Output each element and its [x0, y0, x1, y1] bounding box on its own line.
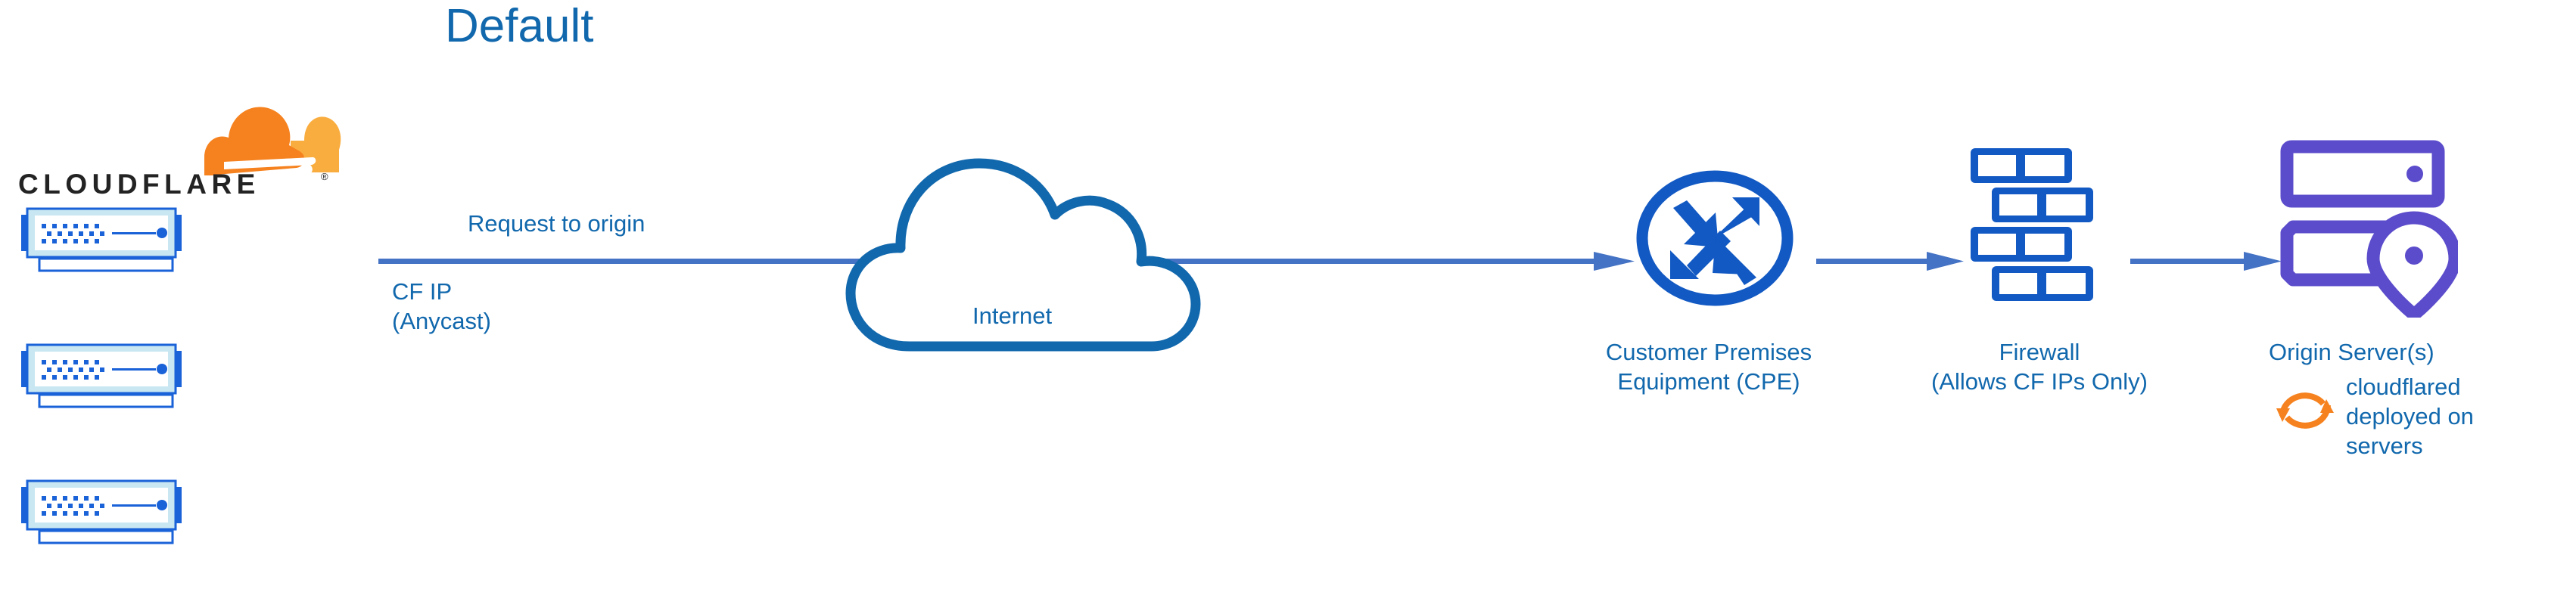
- server-appliance-icon-3: [21, 479, 182, 544]
- sync-arrows-icon: [2276, 392, 2334, 429]
- server-appliance-icon-1: [21, 207, 182, 272]
- cloudflared-label: cloudflared deployed on servers: [2346, 374, 2474, 459]
- arrow-cpe-to-firewall: [1816, 252, 1964, 271]
- cloudflare-cloud-mark-icon: [204, 107, 341, 175]
- origin-server-label: Origin Server(s): [2269, 339, 2434, 365]
- page-title: Default: [445, 0, 594, 52]
- cloud-icon: [845, 158, 1201, 352]
- internet-label: Internet: [972, 302, 1053, 329]
- arrow-firewall-to-origin: [2130, 252, 2282, 271]
- cloudflare-logo: CLOUDFLARE ®: [18, 97, 341, 200]
- cf-ip-anycast-label: CF IP (Anycast): [392, 278, 491, 334]
- registered-mark: ®: [321, 171, 328, 182]
- server-appliance-icon-2: [21, 343, 182, 408]
- brick-wall-icon: [1971, 148, 2093, 301]
- server-rack-pin-icon: [2280, 140, 2458, 318]
- cpe-label: Customer Premises Equipment (CPE): [1605, 339, 1812, 395]
- cloudflare-wordmark: CLOUDFLARE ®: [18, 169, 328, 200]
- cloudflare-wordmark-text: CLOUDFLARE: [18, 169, 260, 200]
- firewall-label: Firewall (Allows CF IPs Only): [1931, 339, 2148, 395]
- request-to-origin-label: Request to origin: [468, 210, 646, 237]
- router-icon: [1636, 170, 1794, 306]
